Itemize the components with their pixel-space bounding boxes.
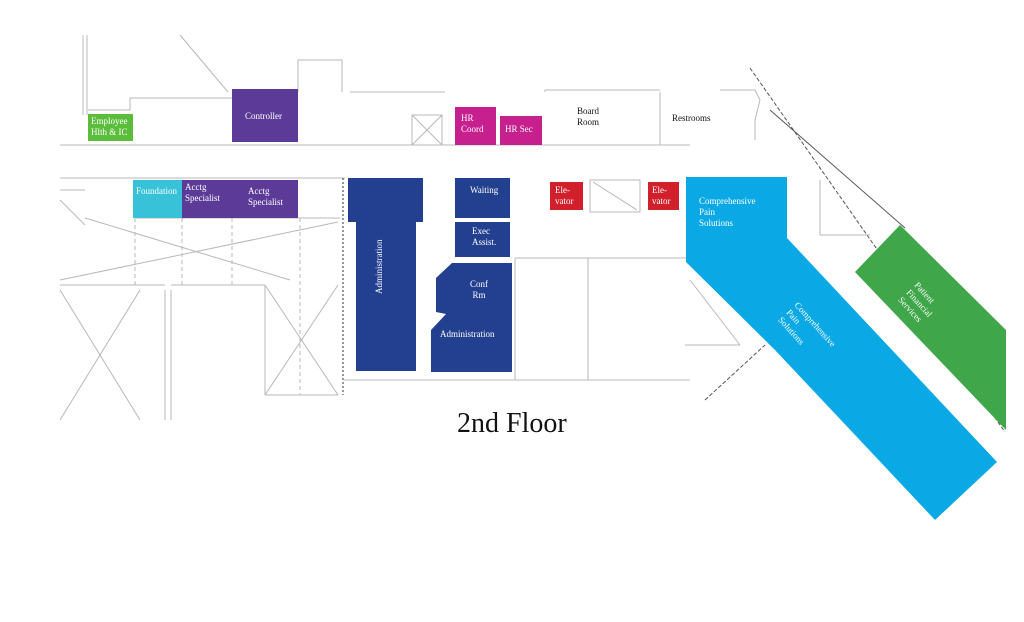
room-conf-administration — [431, 263, 512, 372]
floor-title: 2nd Floor — [457, 408, 567, 439]
room-employee-health — [88, 114, 133, 141]
room-elevator-2 — [648, 182, 679, 210]
label-foundation: Foundation — [136, 186, 178, 196]
label-administration-west: Administration — [374, 239, 384, 295]
label-exec-assist: Exec Assist. — [472, 226, 497, 247]
label-elevator-1: Ele- vator — [555, 185, 574, 206]
label-hr-sec: HR Sec — [505, 124, 533, 134]
label-comprehensive-pain-1: Comprehensive Pain Solutions — [699, 196, 756, 228]
label-employee-health: Employee Hlth & IC — [91, 116, 128, 137]
room-patient-financial — [855, 225, 1006, 430]
label-restrooms: Restrooms — [672, 113, 711, 123]
room-controller — [232, 89, 298, 142]
room-acctg-specialist-2 — [232, 180, 298, 218]
label-hr-coord: HR Coord — [461, 113, 484, 134]
label-acctg-specialist-2: Acctg Specialist — [248, 186, 283, 207]
room-hr-sec — [500, 116, 542, 145]
room-waiting — [455, 178, 510, 218]
architectural-lines — [59, 34, 1006, 433]
room-comprehensive-pain — [686, 177, 997, 520]
label-acctg-specialist-1: Acctg Specialist — [185, 182, 220, 203]
label-controller: Controller — [245, 111, 282, 121]
room-acctg-specialist-1 — [182, 180, 232, 218]
room-elevator-1 — [550, 182, 583, 210]
label-elevator-2: Ele- vator — [652, 185, 671, 206]
label-waiting: Waiting — [470, 185, 499, 195]
room-hr-coord — [455, 107, 496, 145]
room-exec-assist — [455, 222, 510, 257]
room-administration-west — [348, 178, 423, 371]
label-administration-east: Administration — [440, 329, 495, 339]
label-board-room: Board Room — [577, 106, 600, 127]
room-foundation — [133, 180, 182, 218]
label-conf-rm: Conf Rm — [470, 279, 488, 300]
